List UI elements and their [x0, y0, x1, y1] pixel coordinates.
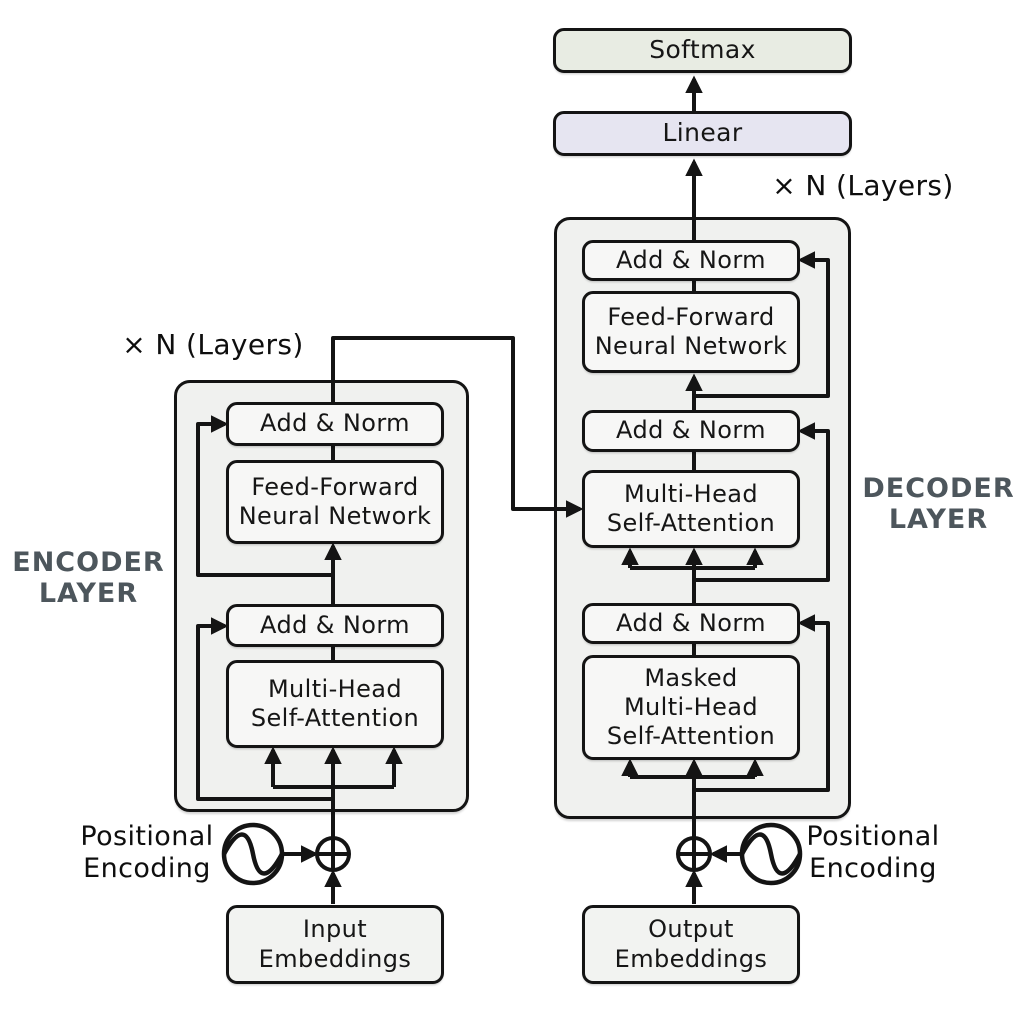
decoder-wires	[621, 75, 830, 904]
encoder-to-decoder-connector	[331, 336, 584, 518]
decoder-residual-top	[694, 251, 830, 398]
encoder-wires	[196, 336, 584, 904]
encoder-repeat-label: × N (Layers)	[122, 328, 304, 361]
decoder-cross-attention-box: Multi-Head Self-Attention	[582, 470, 800, 548]
encoder-add-norm-lower-box: Add & Norm	[226, 604, 444, 647]
encoder-self-attention-box: Multi-Head Self-Attention	[226, 660, 444, 748]
encoder-residual-upper	[196, 415, 333, 577]
decoder-positional-encoding-label: Positional Encoding	[806, 821, 940, 885]
decoder-masked-self-attention-box: Masked Multi-Head Self-Attention	[582, 655, 800, 760]
input-embeddings-box: Input Embeddings	[226, 905, 444, 984]
decoder-repeat-label: × N (Layers)	[772, 169, 954, 202]
decoder-add-norm-bottom-box: Add & Norm	[582, 603, 800, 644]
decoder-residual-middle	[694, 422, 830, 582]
linear-box: Linear	[553, 111, 852, 156]
encoder-sum-icon	[315, 836, 351, 872]
encoder-residual-lower	[196, 617, 333, 801]
encoder-positional-encoding-icon	[221, 822, 285, 886]
encoder-positional-encoding-label: Positional Encoding	[80, 821, 214, 885]
encoder-add-norm-upper-box: Add & Norm	[226, 402, 444, 446]
decoder-add-norm-top-box: Add & Norm	[582, 240, 800, 281]
output-embeddings-box: Output Embeddings	[582, 905, 800, 984]
encoder-feed-forward-box: Feed-Forward Neural Network	[226, 460, 444, 544]
decoder-layer-label: DECODER LAYER	[862, 473, 1015, 536]
decoder-positional-encoding-icon	[739, 822, 803, 886]
decoder-feed-forward-box: Feed-Forward Neural Network	[582, 291, 800, 373]
decoder-add-norm-middle-box: Add & Norm	[582, 410, 800, 452]
encoder-layer-label: ENCODER LAYER	[12, 547, 165, 610]
decoder-sum-icon	[676, 836, 712, 872]
softmax-box: Softmax	[553, 28, 852, 73]
decoder-residual-bottom	[694, 614, 830, 792]
